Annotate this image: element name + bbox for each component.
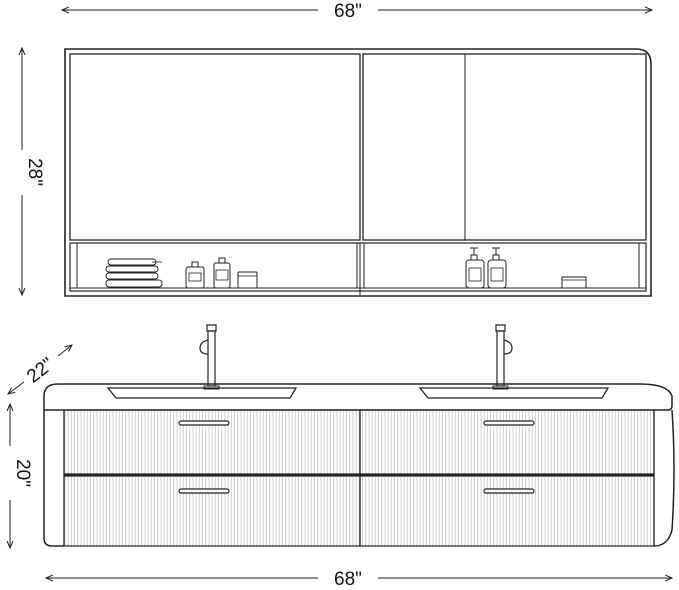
bottle-icon	[213, 257, 231, 289]
vanity-height-label: 20"	[12, 459, 33, 487]
jar-icon	[237, 271, 258, 289]
faucet-left	[199, 324, 220, 390]
cabinet-height-dimension: 28"	[22, 48, 45, 295]
box-icon	[561, 276, 587, 289]
cabinet-height-label: 28"	[24, 158, 45, 186]
soap-dispenser-icon	[465, 247, 485, 289]
drawer-handle	[483, 420, 535, 426]
countertop	[43, 383, 673, 411]
vanity-depth-dimension: 22"	[8, 345, 72, 394]
vanity-depth-label: 22"	[23, 354, 58, 388]
drawer-top-right	[359, 409, 655, 475]
bottle-icon	[185, 261, 205, 289]
drawer-handle	[178, 488, 230, 494]
basin-left	[106, 387, 298, 399]
drawer-handle	[178, 420, 230, 426]
cabinet-width-dimension: 68"	[62, 1, 652, 22]
faucet-right	[492, 324, 513, 390]
mirror-door-right	[362, 53, 647, 241]
soap-dispenser-icon	[487, 247, 507, 289]
vanity-width-dimension: 68"	[46, 569, 672, 590]
drawer-bottom-left	[63, 475, 361, 547]
drawer-bottom-right	[359, 475, 655, 547]
vanity-width-label: 68"	[334, 569, 362, 590]
vanity-height-dimension: 20"	[10, 404, 33, 548]
vanity	[43, 383, 675, 547]
drawer-top-left	[63, 409, 361, 475]
basin-right	[418, 387, 610, 399]
cabinet-width-label: 68"	[334, 1, 362, 22]
open-shelf	[69, 242, 647, 292]
mirror-cabinet	[64, 48, 652, 297]
mirror-door-left	[69, 53, 361, 241]
drawer-handle	[483, 488, 535, 494]
towels-icon	[105, 258, 163, 288]
